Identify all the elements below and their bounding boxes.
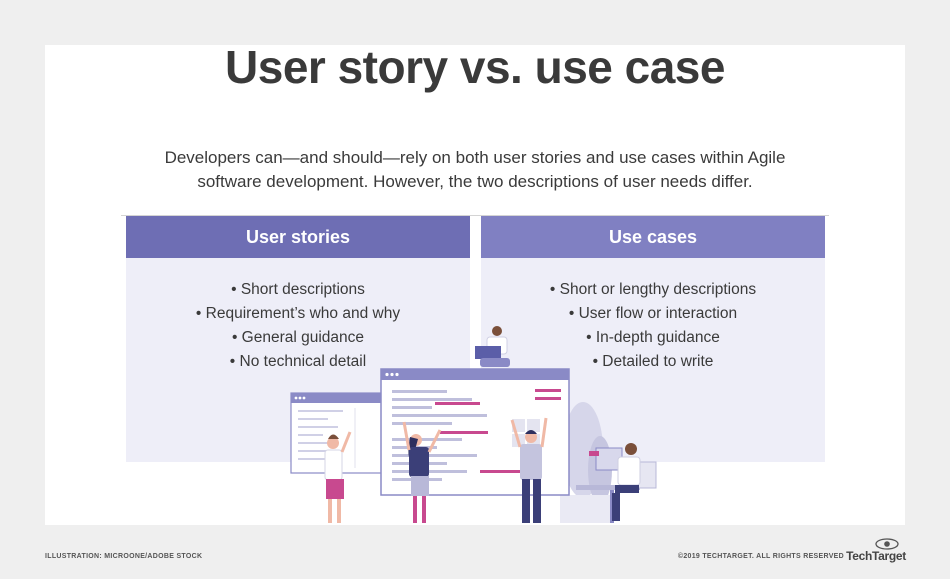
page-subtitle: Developers can—and should—rely on both u… xyxy=(0,146,950,194)
use-cases-list: Short or lengthy descriptions User flow … xyxy=(481,278,825,374)
list-item: Short descriptions xyxy=(126,278,470,302)
techtarget-eye-icon xyxy=(875,538,899,550)
brand-logo[interactable]: TechTarget xyxy=(846,549,906,563)
user-stories-list: Short descriptions Requirement’s who and… xyxy=(126,278,470,374)
user-stories-header: User stories xyxy=(126,216,470,258)
subtitle-line-2: software development. However, the two d… xyxy=(197,172,753,191)
person-laptop-illustration xyxy=(475,326,510,367)
list-item: Detailed to write xyxy=(481,350,825,374)
illustration-credit: ILLUSTRATION: MICROONE/ADOBE STOCK xyxy=(45,553,203,560)
list-item: In-depth guidance xyxy=(481,326,825,350)
person-pink-illustration xyxy=(324,431,352,523)
table-top-rule xyxy=(121,215,829,216)
copyright-notice: ©2019 TECHTARGET. ALL RIGHTS RESERVED xyxy=(677,553,844,560)
page-title: User story vs. use case xyxy=(225,41,725,93)
list-item: Short or lengthy descriptions xyxy=(481,278,825,302)
list-item: Requirement’s who and why xyxy=(126,302,470,326)
use-cases-header: Use cases xyxy=(481,216,825,258)
person-center-illustration xyxy=(402,421,442,523)
desk-illustration xyxy=(576,443,657,523)
list-item: No technical detail xyxy=(126,350,470,374)
list-item: User flow or interaction xyxy=(481,302,825,326)
subtitle-line-1: Developers can—and should—rely on both u… xyxy=(164,148,786,167)
list-item: General guidance xyxy=(126,326,470,350)
person-right-illustration xyxy=(510,417,548,523)
